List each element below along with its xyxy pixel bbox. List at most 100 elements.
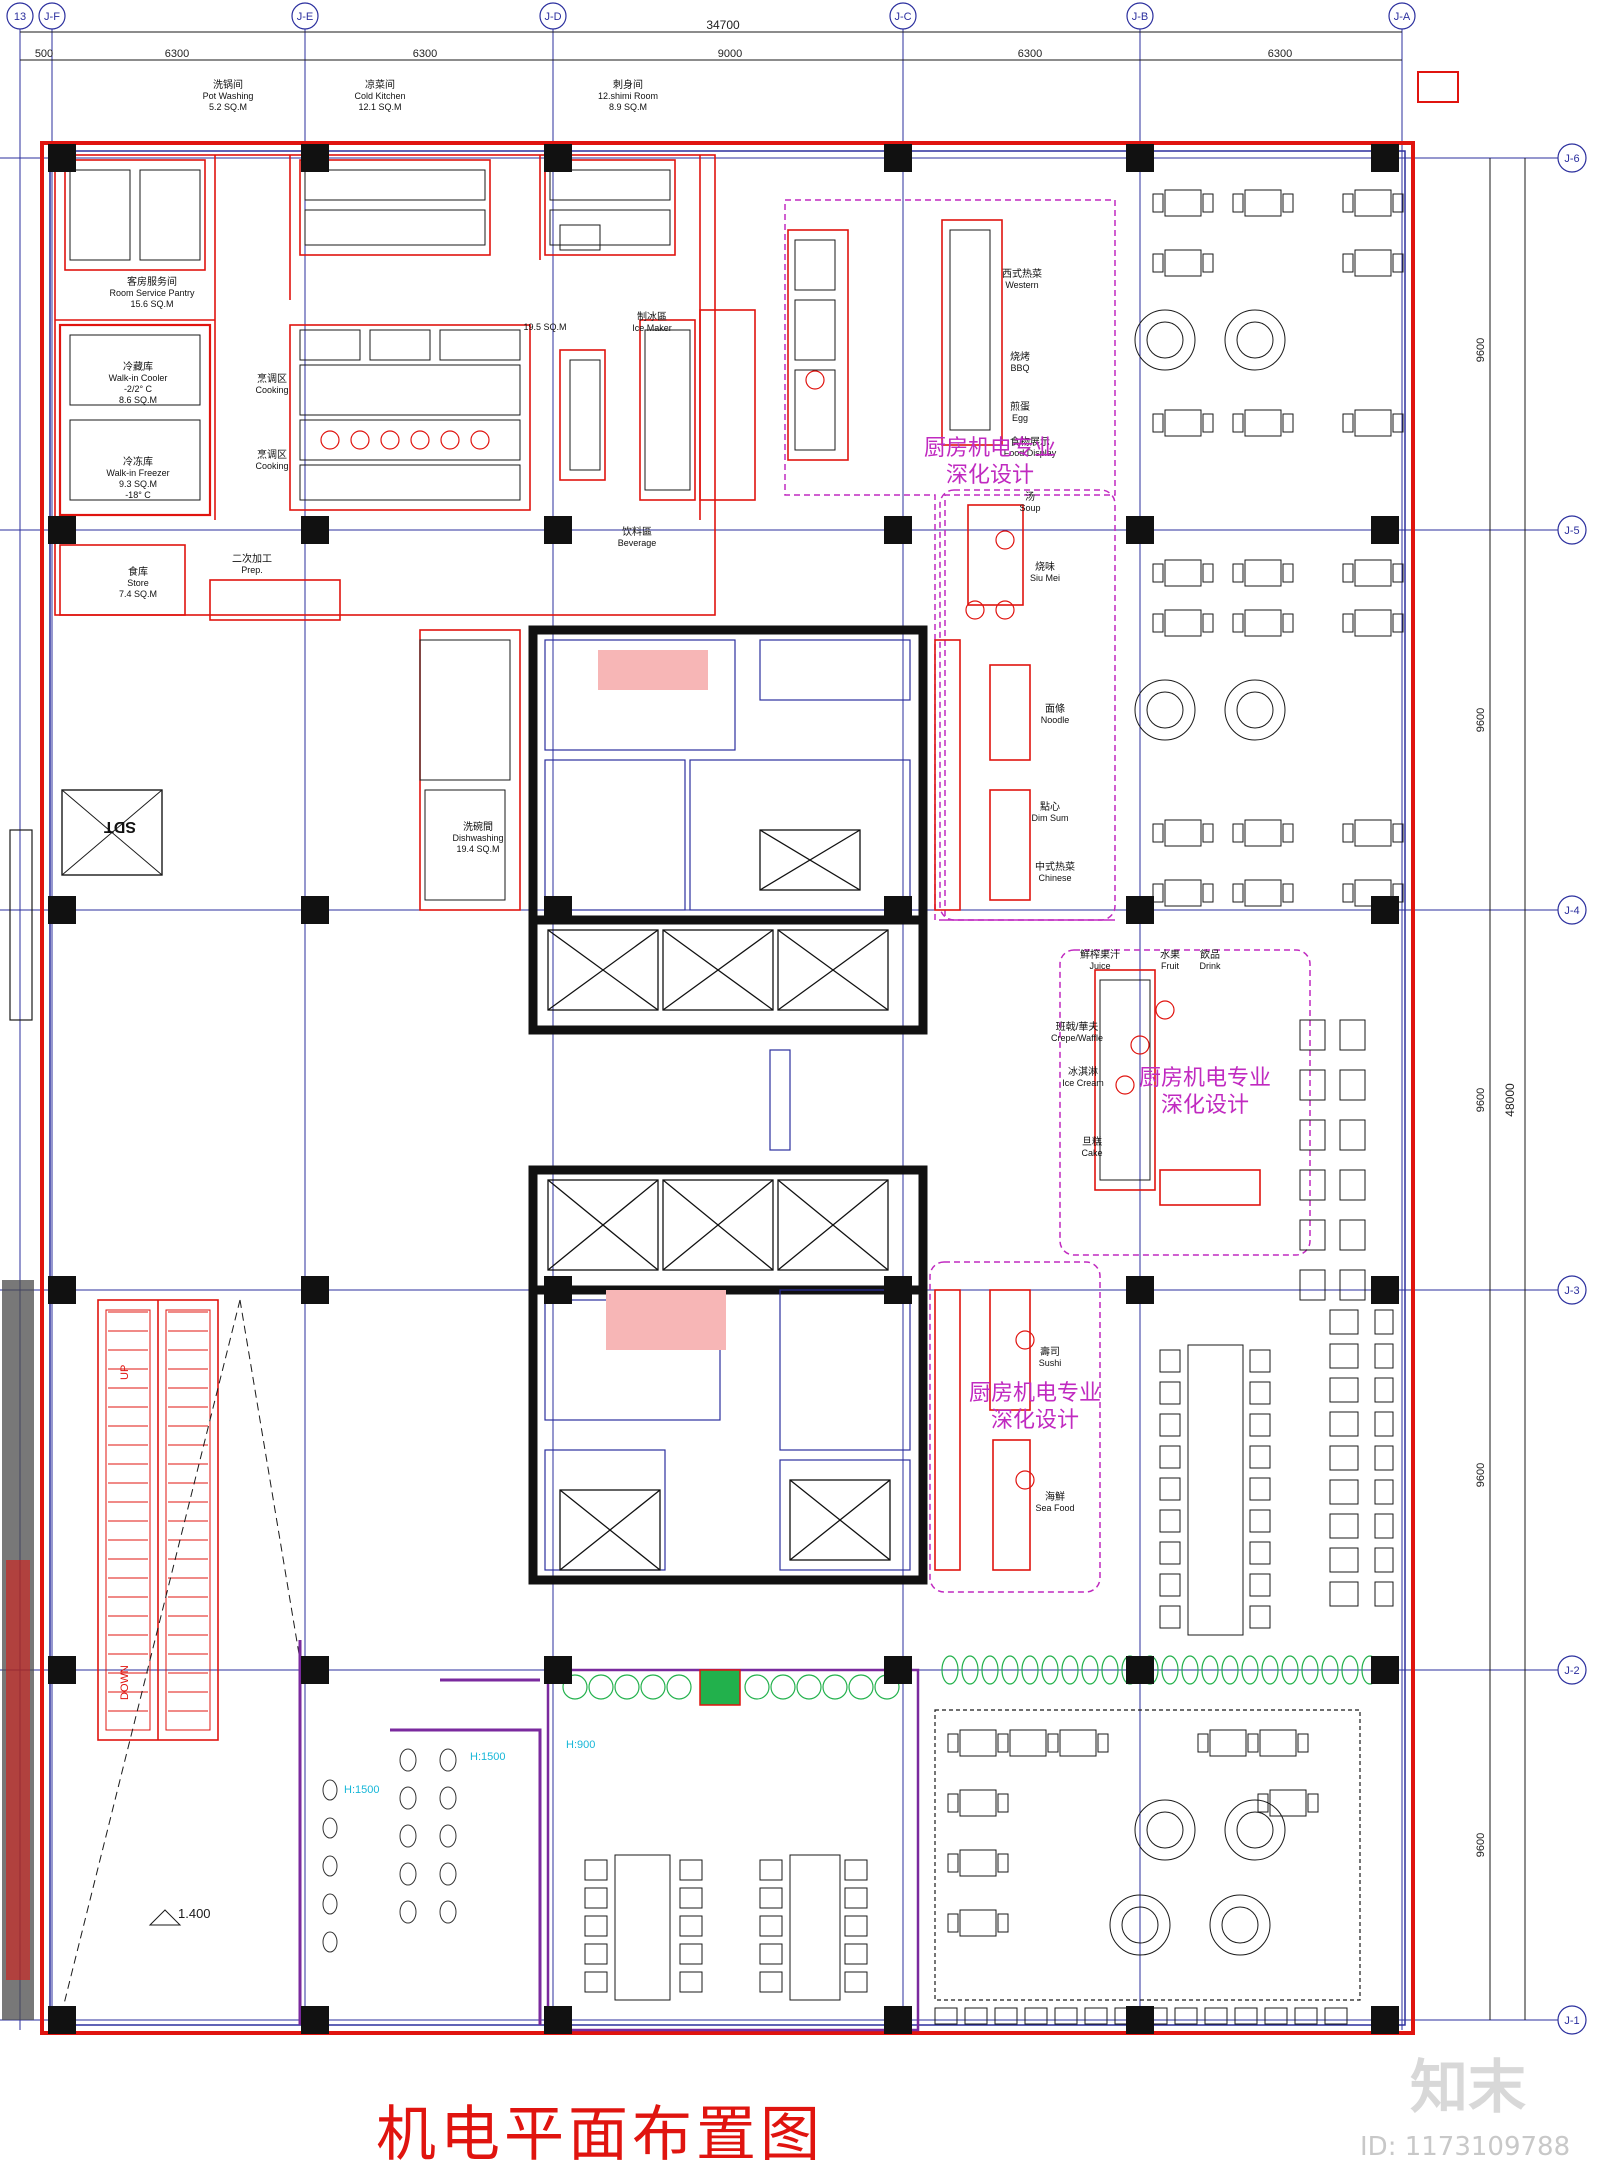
column	[884, 2006, 912, 2034]
escalator	[97, 1299, 219, 1741]
room-name-en: Dishwashing	[452, 833, 503, 843]
chair	[1374, 1547, 1394, 1573]
column	[1371, 516, 1399, 544]
core-walls	[528, 625, 928, 1585]
station-name-en: Cake	[1081, 1148, 1102, 1158]
stair-box-left	[61, 789, 163, 876]
facade-chair	[1324, 2007, 1348, 2025]
stair-mark: SDT	[104, 818, 136, 835]
axis-bubble-top: 13	[6, 2, 34, 30]
equipment-block	[794, 239, 836, 291]
sink-fixture	[322, 1931, 338, 1953]
partition-element	[614, 1674, 640, 1700]
station-name-cn: 班戟/華夫	[1056, 1020, 1099, 1033]
chair	[679, 1943, 703, 1965]
drawing-title: 机电平面布置图	[376, 2100, 824, 2170]
column	[1371, 2006, 1399, 2034]
room-name-cn: 客房服务间	[127, 275, 177, 288]
column	[1371, 144, 1399, 172]
dim-vspan-1: 9600	[1475, 708, 1487, 732]
column	[544, 896, 572, 924]
bar-seat	[1299, 1219, 1326, 1251]
dimension-right: 48000 9600 9600 9600 9600 9600	[1475, 158, 1526, 2020]
bar-seat	[1299, 1069, 1326, 1101]
dining-table	[1342, 409, 1404, 437]
round-table	[1134, 679, 1196, 741]
elevator-car	[559, 1489, 661, 1571]
partition-element	[1341, 1655, 1359, 1685]
station-name-en: Siu Mei	[1030, 573, 1060, 583]
zone-label-line1: 厨房机电专业	[969, 1380, 1101, 1405]
escalator-up-label: UP	[119, 1365, 131, 1380]
burner	[1130, 1035, 1150, 1055]
room-area-secondary: -18° C	[125, 490, 151, 500]
partition-element	[981, 1655, 999, 1685]
green-partitions	[562, 1655, 1379, 1700]
column	[48, 1276, 76, 1304]
axis-label-right: J-2	[1564, 1665, 1579, 1677]
dining-table	[1257, 1789, 1319, 1817]
chair	[1159, 1541, 1181, 1565]
equipment-block	[569, 359, 601, 471]
chair	[759, 1859, 783, 1881]
zone-label-line2: 深化设计	[946, 462, 1034, 487]
equipment-block	[1099, 979, 1151, 1181]
escalator-down-label: DOWN	[119, 1665, 131, 1700]
grid-lines	[0, 20, 1560, 2030]
column	[884, 896, 912, 924]
station-name-en: Drink	[1199, 961, 1221, 971]
zone-label-line2: 深化设计	[1161, 1092, 1249, 1117]
chair	[759, 1943, 783, 1965]
partition-element	[1281, 1655, 1299, 1685]
axis-label-right: J-5	[1564, 525, 1579, 537]
dining-table	[947, 1849, 1009, 1877]
equipment-block	[69, 334, 201, 406]
chair	[759, 1971, 783, 1993]
column	[1126, 1276, 1154, 1304]
chair	[584, 1971, 608, 1993]
station-name-en: Chinese	[1038, 873, 1071, 883]
column	[544, 1656, 572, 1684]
level-mark-icon	[148, 1909, 182, 1926]
chair	[1159, 1509, 1181, 1533]
axis-label-top: J-D	[544, 11, 561, 23]
chair	[844, 1971, 868, 1993]
elevator-car	[662, 929, 774, 1011]
room-area: 7.4 SQ.M	[119, 589, 157, 599]
round-table	[1209, 1894, 1271, 1956]
station-name-en: Juice	[1089, 961, 1110, 971]
axis-bubble-right: J-1	[1557, 2005, 1587, 2035]
toilet-fixture	[399, 1900, 417, 1924]
bar-seat	[1339, 1069, 1366, 1101]
private-dining	[546, 1668, 920, 2032]
equipment-block	[369, 329, 431, 361]
dim-vspan-2: 9600	[1475, 1088, 1487, 1112]
partition-element	[1061, 1655, 1079, 1685]
dining-table	[1342, 249, 1404, 277]
station-name-cn: 飲品	[1200, 948, 1220, 961]
chair	[1159, 1573, 1181, 1597]
facade-chair	[1174, 2007, 1198, 2025]
escalator-void-lines	[59, 1299, 301, 2021]
room-name-cn: 烹调区	[257, 448, 287, 461]
chair	[1249, 1605, 1271, 1629]
station-name-en: Sushi	[1039, 1358, 1062, 1368]
partition-element	[1081, 1655, 1099, 1685]
facade-chair	[994, 2007, 1018, 2025]
room-name-cn: 食库	[128, 565, 148, 578]
bar-seat	[1299, 1019, 1326, 1051]
station-name-en: Crepe/Waffle	[1051, 1033, 1103, 1043]
partition-element	[1021, 1655, 1039, 1685]
room-area: 12.1 SQ.M	[358, 102, 401, 112]
buffet-counters	[787, 219, 1261, 1571]
bar-seat	[1339, 1119, 1366, 1151]
room-name-en: Pot Washing	[203, 91, 254, 101]
chair	[759, 1887, 783, 1909]
axis-label-right: J-4	[1564, 905, 1579, 917]
facade-chair	[1234, 2007, 1258, 2025]
chair	[1374, 1479, 1394, 1505]
left-facade	[2, 829, 34, 2020]
partition-element	[666, 1674, 692, 1700]
